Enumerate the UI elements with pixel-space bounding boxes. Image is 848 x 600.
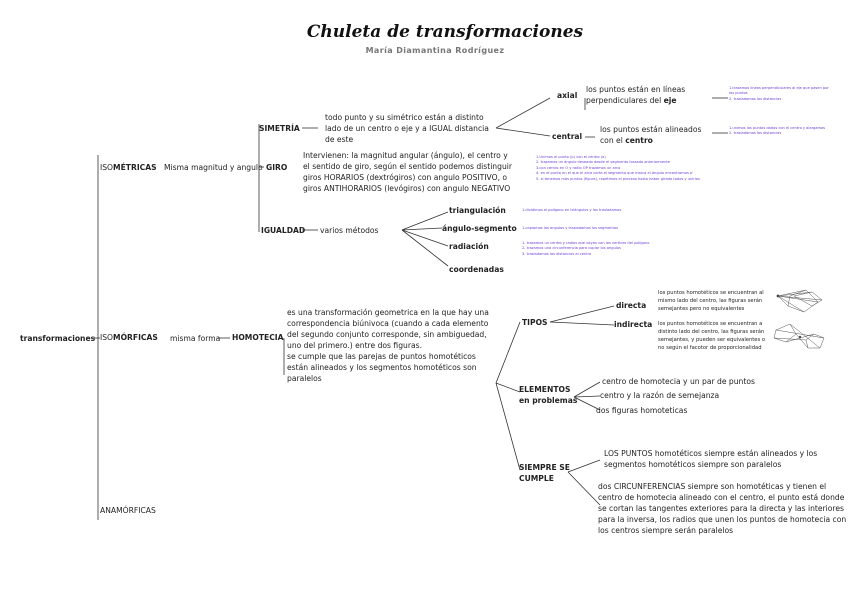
- indirecta-node: indirecta: [614, 320, 653, 329]
- homotecia-desc: es una transformación geometrica en la q…: [287, 308, 489, 383]
- homotecia-node: HOMOTECIA: [232, 333, 284, 342]
- axial-node: axial: [557, 91, 578, 100]
- elemento-item: dos figuras homoteticas: [596, 406, 688, 415]
- directa-desc: los puntos homotéticos se encuentran al …: [658, 290, 764, 312]
- giro-node: GIRO: [266, 163, 288, 172]
- central-node: central: [552, 132, 583, 141]
- central-desc: los puntos están alineados con el centro: [600, 125, 702, 145]
- method-radiacion-steps: 1. trazamos un centro y radios que vayan…: [522, 241, 650, 256]
- axial-desc: los puntos están en líneas perpendicular…: [586, 85, 686, 105]
- isomorficas-desc: misma forma: [170, 334, 221, 343]
- method-radiacion: radiación: [449, 242, 489, 251]
- method-angulo-segmento-steps: 1.copiamos los angulos y trasladamos los…: [522, 226, 618, 230]
- author-subtitle: María Diamantina Rodríguez: [365, 46, 505, 55]
- elemento-item: centro y la razón de semejanza: [600, 391, 720, 400]
- simetria-desc: todo punto y su simétrico están a distin…: [325, 113, 489, 144]
- siempre-item: LOS PUNTOS homotéticos siempre están ali…: [604, 449, 818, 469]
- method-coordenadas: coordenadas: [449, 265, 504, 274]
- central-steps: 1.unimos los puntos dados con el centro …: [729, 126, 826, 136]
- siempre-item: dos CIRCUNFERENCIAS siempre son homotéti…: [598, 482, 847, 535]
- elemento-item: centro de homotecia y un par de puntos: [602, 377, 755, 386]
- indirecta-desc: los puntos homotéticos se encuentran a d…: [658, 321, 765, 351]
- igualdad-desc: varios métodos: [320, 226, 379, 235]
- giro-steps: 1.Unimos el punto (p) con el centro (o) …: [536, 155, 700, 181]
- method-triangulacion-steps: 1.dividimos el polígono en triángulos y …: [522, 208, 622, 212]
- isomorficas-node: ISOMÓRFICAS: [100, 333, 158, 342]
- igualdad-node: IGUALDAD: [261, 226, 306, 235]
- homotecia-indirecta-sketch: [773, 323, 825, 349]
- directa-node: directa: [616, 301, 647, 310]
- isometricas-node: ISOMÉTRICAS: [100, 163, 157, 172]
- anamorficas-node: ANAMÓRFICAS: [100, 506, 156, 515]
- axial-steps: 1.trazamos líneas perpendiculares al eje…: [729, 86, 829, 101]
- simetria-node: SIMETRÍA: [259, 124, 300, 133]
- page-title: Chuleta de transformaciones: [306, 22, 584, 42]
- isometricas-desc: Misma magnitud y angulo: [164, 163, 263, 172]
- method-triangulacion: triangulación: [449, 206, 506, 215]
- homotecia-directa-sketch: [776, 289, 823, 313]
- giro-desc: Intervienen: la magnitud angular (ángulo…: [303, 151, 512, 193]
- tipos-node: TIPOS: [522, 318, 548, 327]
- method-angulo-segmento: ángulo-segmento: [442, 224, 517, 233]
- root-node: transformaciones: [20, 334, 96, 343]
